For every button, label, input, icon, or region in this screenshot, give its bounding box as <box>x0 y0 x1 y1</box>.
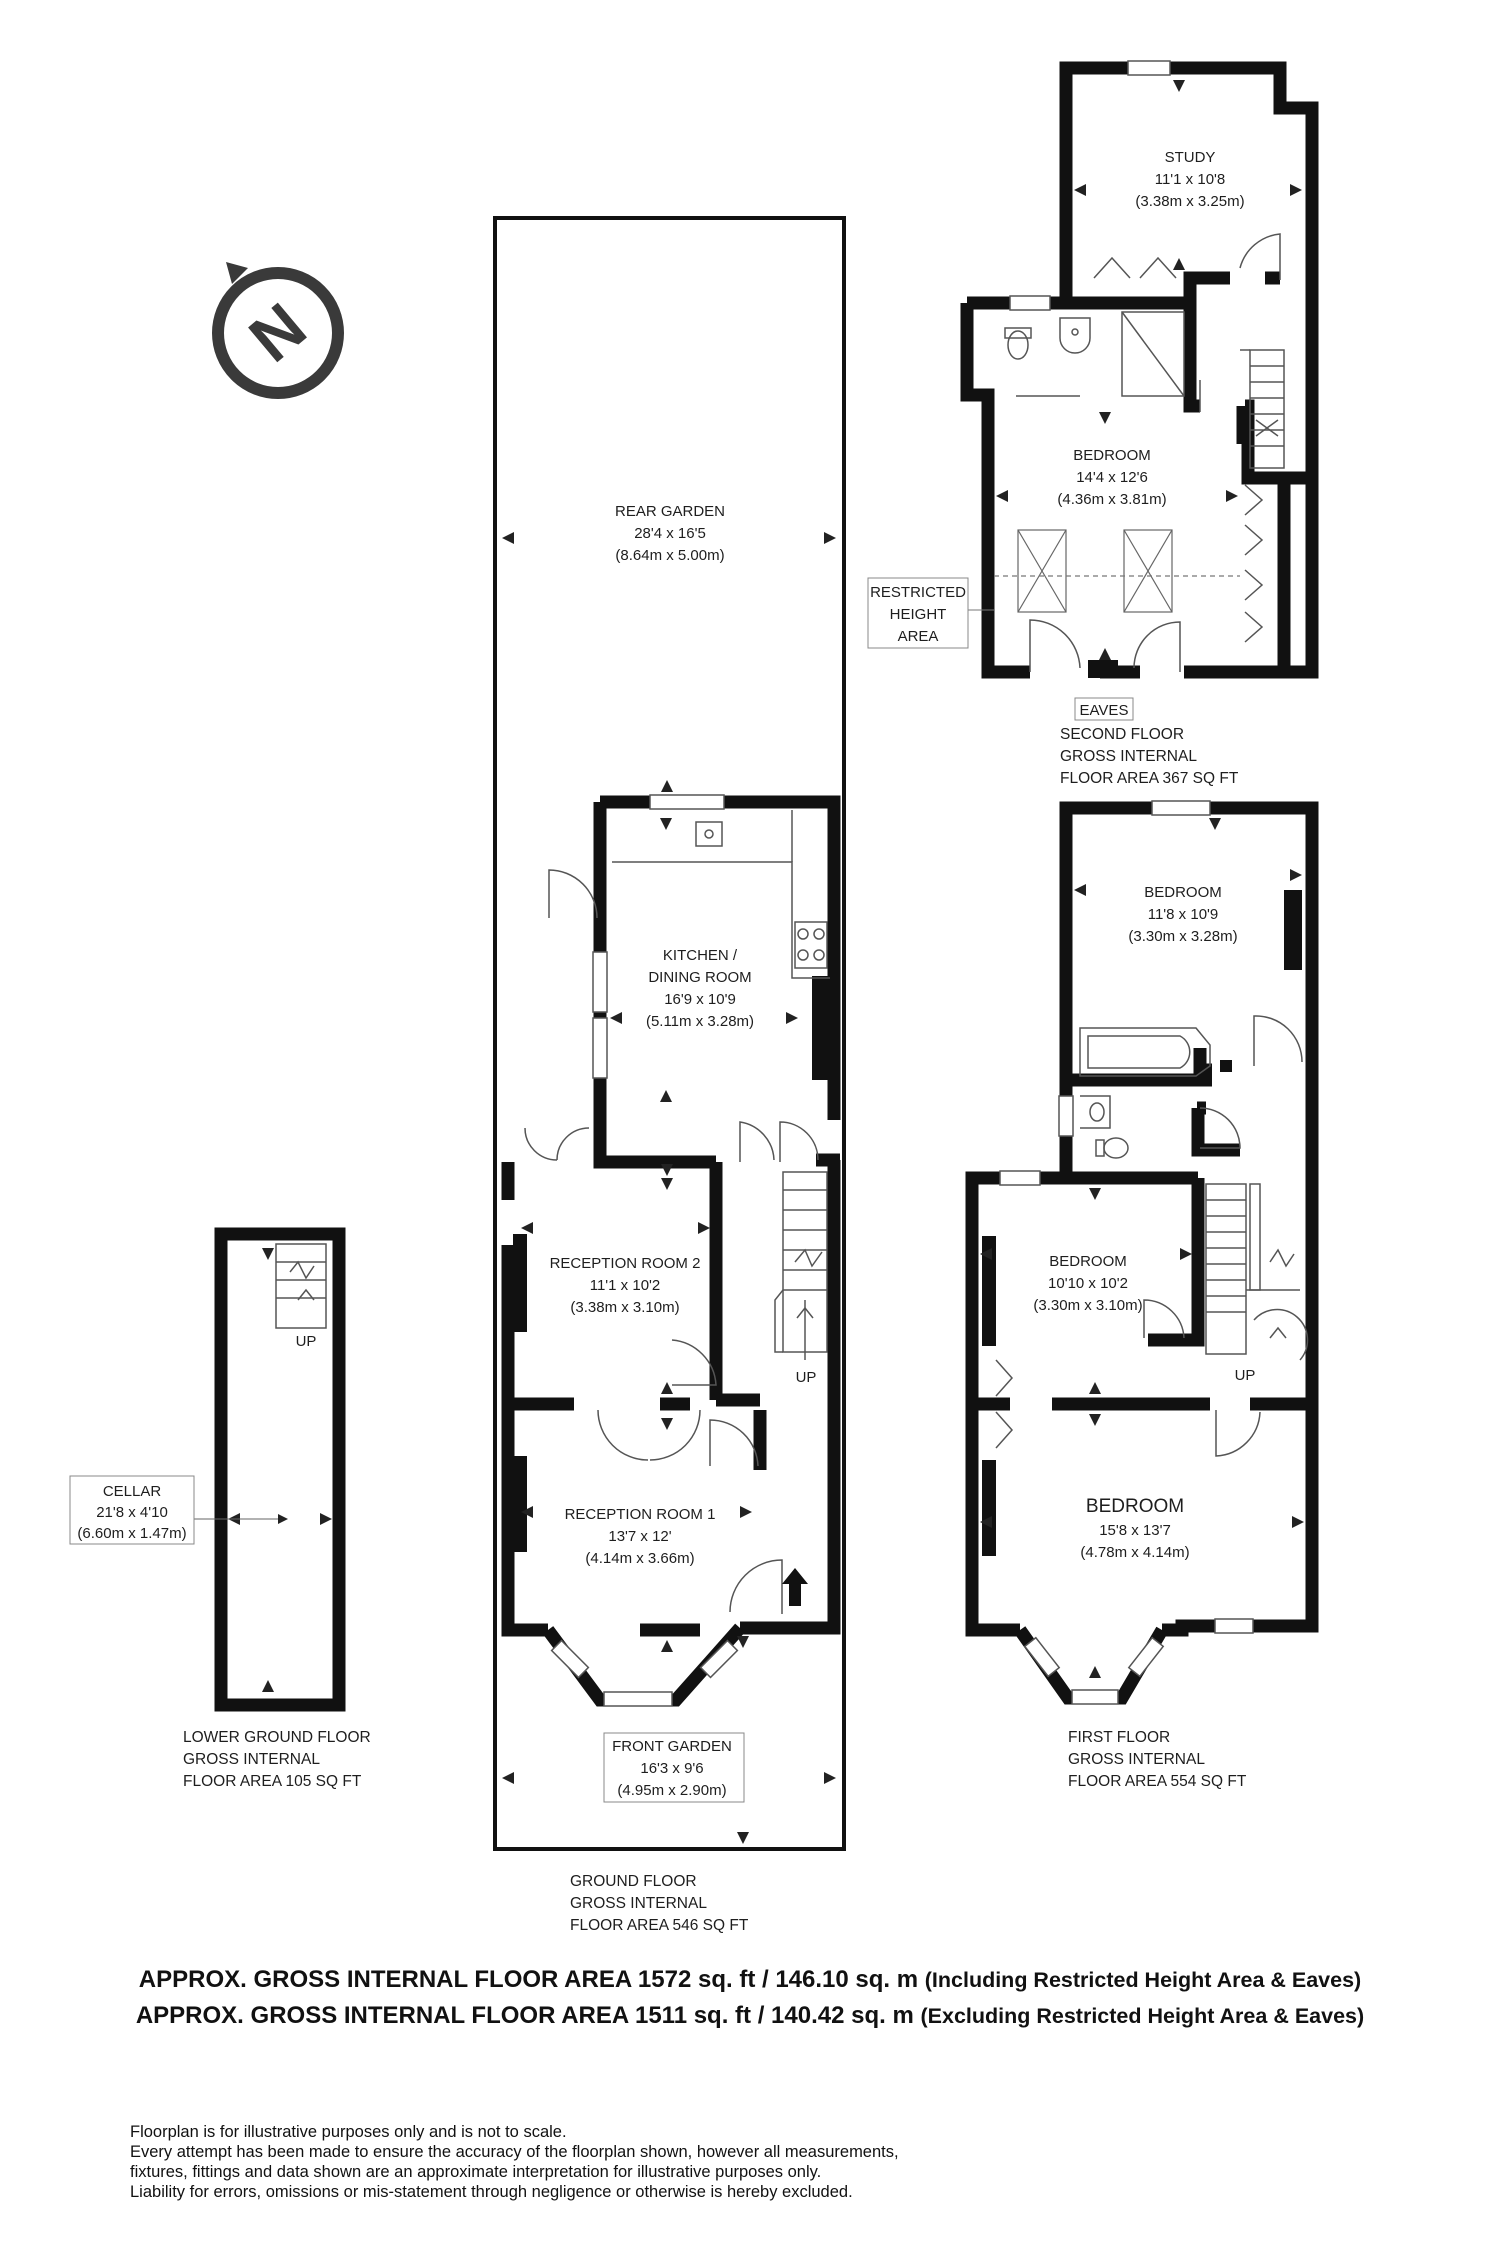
svg-text:(4.36m x 3.81m): (4.36m x 3.81m) <box>1057 491 1166 508</box>
study-label: STUDY 11'1 x 10'8 (3.38m x 3.25m) <box>1135 149 1244 210</box>
svg-text:(4.78m x 4.14m): (4.78m x 4.14m) <box>1080 1544 1189 1561</box>
ground-floor-up-label: UP <box>796 1369 817 1386</box>
svg-text:RECEPTION ROOM 1: RECEPTION ROOM 1 <box>565 1506 716 1523</box>
area-summary-including-note: (Including Restricted Height Area & Eave… <box>924 1968 1362 1992</box>
disclaimer-line: Floorplan is for illustrative purposes o… <box>130 2123 567 2141</box>
svg-text:REAR GARDEN: REAR GARDEN <box>615 503 725 520</box>
lower-ground-floor-plan: UP CELLAR 21'8 x 4'10 (6.60m x 1.47m) LO… <box>69 1227 371 1790</box>
svg-text:(8.64m x 5.00m): (8.64m x 5.00m) <box>615 547 724 564</box>
restricted-height-area-label: RESTRICTED HEIGHT AREA <box>867 577 969 649</box>
first-floor-area-label: FIRST FLOOR GROSS INTERNAL FLOOR AREA 55… <box>1068 1729 1247 1790</box>
area-summary-including: APPROX. GROSS INTERNAL FLOOR AREA 1572 s… <box>0 1966 1500 1994</box>
svg-text:GROSS INTERNAL: GROSS INTERNAL <box>1068 1751 1205 1768</box>
first-floor-bedroom-rear-label: BEDROOM 11'8 x 10'9 (3.30m x 3.28m) <box>1128 884 1237 945</box>
first-floor-bedroom-front-label: BEDROOM 15'8 x 13'7 (4.78m x 4.14m) <box>1080 1496 1189 1561</box>
north-compass-icon: N <box>212 262 344 399</box>
disclaimer: Floorplan is for illustrative purposes o… <box>130 2122 1130 2202</box>
svg-text:FLOOR AREA 105 SQ FT: FLOOR AREA 105 SQ FT <box>183 1773 362 1790</box>
svg-text:10'10 x 10'2: 10'10 x 10'2 <box>1048 1275 1128 1292</box>
svg-text:RECEPTION ROOM 2: RECEPTION ROOM 2 <box>550 1255 701 1272</box>
area-summary-including-main: APPROX. GROSS INTERNAL FLOOR AREA 1572 s… <box>138 1966 919 1993</box>
svg-text:15'8 x 13'7: 15'8 x 13'7 <box>1099 1522 1171 1539</box>
svg-text:GROSS INTERNAL: GROSS INTERNAL <box>570 1895 707 1912</box>
svg-text:(3.38m x 3.25m): (3.38m x 3.25m) <box>1135 193 1244 210</box>
second-floor-bedroom-label: BEDROOM 14'4 x 12'6 (4.36m x 3.81m) <box>1057 447 1166 508</box>
lower-ground-floor-area-label: LOWER GROUND FLOOR GROSS INTERNAL FLOOR … <box>183 1729 371 1790</box>
cellar-label: CELLAR 21'8 x 4'10 (6.60m x 1.47m) <box>69 1475 195 1545</box>
svg-text:HEIGHT: HEIGHT <box>890 606 947 623</box>
svg-text:16'3 x 9'6: 16'3 x 9'6 <box>640 1760 703 1777</box>
svg-text:11'1 x 10'2: 11'1 x 10'2 <box>590 1277 661 1294</box>
first-floor-up-label: UP <box>1235 1367 1256 1384</box>
svg-text:KITCHEN /: KITCHEN / <box>663 947 738 964</box>
ground-floor-plan: REAR GARDEN 28'4 x 16'5 (8.64m x 5.00m) … <box>493 216 846 1934</box>
front-garden-label: FRONT GARDEN 16'3 x 9'6 (4.95m x 2.90m) <box>603 1732 745 1803</box>
first-floor-bedroom-middle-label: BEDROOM 10'10 x 10'2 (3.30m x 3.10m) <box>1033 1253 1142 1314</box>
area-summary-excluding: APPROX. GROSS INTERNAL FLOOR AREA 1511 s… <box>0 2002 1500 2030</box>
svg-text:11'8 x 10'9: 11'8 x 10'9 <box>1148 906 1219 923</box>
svg-text:FIRST FLOOR: FIRST FLOOR <box>1068 1729 1170 1746</box>
svg-text:AREA: AREA <box>898 628 939 645</box>
svg-text:(3.38m x 3.10m): (3.38m x 3.10m) <box>570 1299 679 1316</box>
kitchen-label: KITCHEN / DINING ROOM 16'9 x 10'9 (5.11m… <box>646 947 754 1030</box>
svg-text:16'9 x 10'9: 16'9 x 10'9 <box>664 991 736 1008</box>
svg-text:(4.14m x 3.66m): (4.14m x 3.66m) <box>585 1550 694 1567</box>
area-summary-excluding-note: (Excluding Restricted Height Area & Eave… <box>920 2004 1365 2028</box>
reception-room-1-label: RECEPTION ROOM 1 13'7 x 12' (4.14m x 3.6… <box>565 1506 716 1567</box>
svg-text:BEDROOM: BEDROOM <box>1073 447 1151 464</box>
second-floor-area-label: SECOND FLOOR GROSS INTERNAL FLOOR AREA 3… <box>1060 726 1239 787</box>
svg-text:GROUND FLOOR: GROUND FLOOR <box>570 1873 697 1890</box>
svg-text:FLOOR AREA 554 SQ FT: FLOOR AREA 554 SQ FT <box>1068 1773 1247 1790</box>
disclaimer-line: Every attempt has been made to ensure th… <box>130 2143 899 2161</box>
svg-text:11'1 x 10'8: 11'1 x 10'8 <box>1155 171 1226 188</box>
svg-text:BEDROOM: BEDROOM <box>1086 1496 1184 1517</box>
svg-text:13'7 x 12': 13'7 x 12' <box>608 1528 671 1545</box>
svg-text:RESTRICTED: RESTRICTED <box>870 584 966 601</box>
eaves-label: EAVES <box>1074 697 1134 721</box>
rear-garden-label: REAR GARDEN 28'4 x 16'5 (8.64m x 5.00m) <box>615 503 725 564</box>
svg-text:GROSS INTERNAL: GROSS INTERNAL <box>1060 748 1197 765</box>
svg-text:LOWER GROUND FLOOR: LOWER GROUND FLOOR <box>183 1729 371 1746</box>
disclaimer-line: Liability for errors, omissions or mis-s… <box>130 2183 853 2201</box>
svg-text:21'8 x 4'10: 21'8 x 4'10 <box>96 1504 168 1521</box>
ground-floor-area-label: GROUND FLOOR GROSS INTERNAL FLOOR AREA 5… <box>570 1873 749 1934</box>
svg-text:(3.30m x 3.28m): (3.30m x 3.28m) <box>1128 928 1237 945</box>
svg-text:BEDROOM: BEDROOM <box>1144 884 1222 901</box>
svg-text:(5.11m x 3.28m): (5.11m x 3.28m) <box>646 1013 754 1030</box>
second-floor-plan: STUDY 11'1 x 10'8 (3.38m x 3.25m) BEDROO… <box>867 60 1319 787</box>
svg-text:GROSS INTERNAL: GROSS INTERNAL <box>183 1751 320 1768</box>
svg-text:SECOND FLOOR: SECOND FLOOR <box>1060 726 1184 743</box>
svg-text:FLOOR AREA 546 SQ FT: FLOOR AREA 546 SQ FT <box>570 1917 749 1934</box>
svg-text:EAVES: EAVES <box>1080 702 1129 719</box>
svg-text:28'4 x 16'5: 28'4 x 16'5 <box>634 525 706 542</box>
svg-text:14'4 x 12'6: 14'4 x 12'6 <box>1076 469 1148 486</box>
first-floor-plan: BEDROOM 11'8 x 10'9 (3.30m x 3.28m) BEDR… <box>965 800 1319 1790</box>
svg-text:BEDROOM: BEDROOM <box>1049 1253 1127 1270</box>
svg-text:FRONT GARDEN: FRONT GARDEN <box>612 1738 732 1755</box>
svg-text:CELLAR: CELLAR <box>103 1483 162 1500</box>
reception-room-2-label: RECEPTION ROOM 2 11'1 x 10'2 (3.38m x 3.… <box>550 1255 701 1316</box>
svg-text:(4.95m x 2.90m): (4.95m x 2.90m) <box>617 1782 726 1799</box>
svg-text:(6.60m x 1.47m): (6.60m x 1.47m) <box>77 1525 186 1542</box>
cellar-up-label: UP <box>296 1333 317 1350</box>
disclaimer-line: fixtures, fittings and data shown are an… <box>130 2163 822 2181</box>
svg-text:STUDY: STUDY <box>1165 149 1216 166</box>
svg-text:DINING ROOM: DINING ROOM <box>648 969 751 986</box>
svg-text:(3.30m x 3.10m): (3.30m x 3.10m) <box>1033 1297 1142 1314</box>
area-summary-excluding-main: APPROX. GROSS INTERNAL FLOOR AREA 1511 s… <box>135 2002 914 2029</box>
svg-text:FLOOR AREA 367 SQ FT: FLOOR AREA 367 SQ FT <box>1060 770 1239 787</box>
